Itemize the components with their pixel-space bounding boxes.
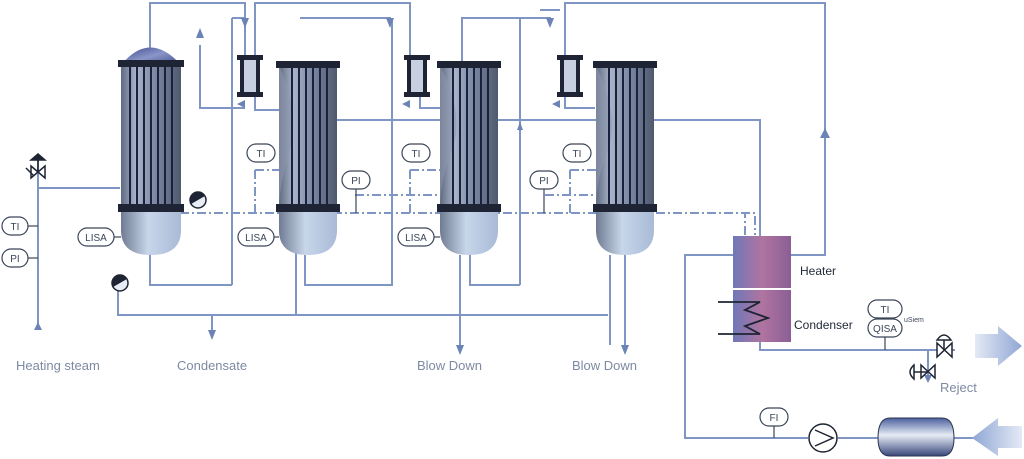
condenser-label: Condenser: [794, 318, 853, 332]
evaporator-column-4: [593, 61, 657, 255]
steam-trap-1: [189, 191, 207, 209]
lisa-3-tag: LISA: [405, 233, 427, 244]
outlet-control-valve: [935, 334, 953, 359]
ti-1-tag: TI: [257, 149, 266, 160]
ti-left-tag: TI: [11, 222, 20, 233]
evaporator-column-3: [437, 61, 501, 255]
preheater-3: [557, 55, 583, 97]
signal-lines: [180, 169, 756, 235]
lisa-1-tag: LISA: [85, 233, 107, 244]
ti-condenser-tag: TI: [881, 305, 890, 316]
steam-control-valve: [25, 153, 48, 180]
evaporator-column-1: [118, 47, 184, 255]
preheater-1: [237, 55, 263, 97]
ti-2-tag: TI: [412, 149, 421, 160]
heater-label: Heater: [800, 264, 836, 278]
qisa-sub-label: uSiem: [904, 317, 924, 324]
blow-down-label-2: Blow Down: [572, 358, 637, 373]
pi-left-tag: PI: [10, 254, 19, 265]
qisa-tag: QISA: [873, 324, 897, 335]
heater: [733, 236, 791, 288]
steam-trap-2: [111, 274, 129, 292]
instrument-tags: [1, 143, 903, 427]
piping: [37, 2, 975, 439]
condensate-label: Condensate: [177, 358, 247, 373]
blow-down-label-1: Blow Down: [417, 358, 482, 373]
flow-arrows: [34, 18, 932, 383]
pi-1-tag: PI: [351, 176, 360, 187]
ti-3-tag: TI: [573, 149, 582, 160]
lisa-2-tag: LISA: [245, 233, 267, 244]
reject-valve: [909, 363, 936, 381]
feed-pump: [808, 423, 838, 453]
outlet-arrow: [975, 326, 1022, 366]
feed-tank: [877, 417, 955, 457]
heating-steam-label: Heating steam: [16, 358, 100, 373]
preheater-2: [404, 55, 430, 97]
reject-label: Reject: [940, 380, 977, 395]
inlet-arrow: [972, 418, 1022, 456]
condenser: [718, 290, 791, 342]
evaporator-column-2: [276, 61, 340, 255]
fi-tag: FI: [770, 413, 779, 424]
pi-2-tag: PI: [539, 176, 548, 187]
